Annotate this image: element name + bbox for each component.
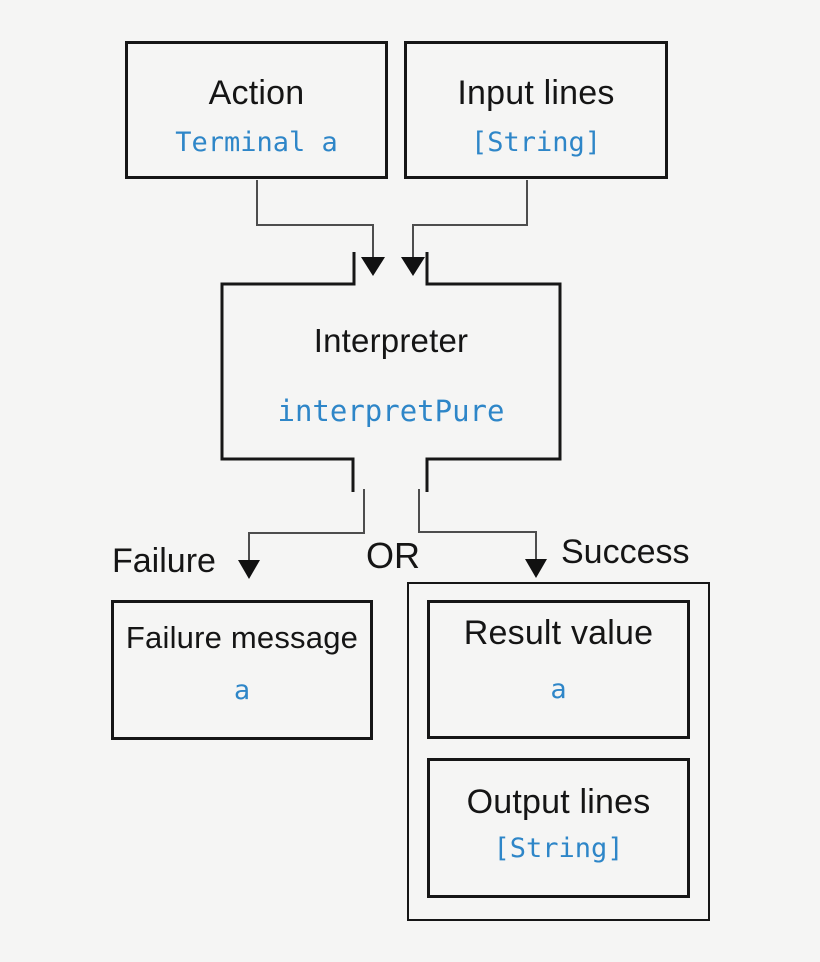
node-input-lines-type: [String] [470, 127, 602, 158]
node-action-title: Action [208, 74, 305, 112]
success-group-container [407, 582, 710, 921]
arrow-down-icon [401, 257, 425, 276]
arrow-down-icon [238, 560, 260, 579]
node-failure-message: Failure message a [111, 600, 373, 740]
node-failure-message-type: a [233, 675, 251, 706]
branch-label-success: Success [561, 533, 690, 571]
edge-input-to-interpreter [412, 180, 528, 258]
node-interpreter-title: Interpreter [313, 322, 469, 359]
node-output-lines: Output lines [String] [427, 758, 690, 898]
edge-interpreter-to-failure [248, 489, 365, 561]
node-output-lines-title: Output lines [466, 782, 651, 821]
branch-label-or: OR [366, 535, 420, 576]
node-input-lines-title: Input lines [457, 74, 615, 112]
node-failure-message-title: Failure message [125, 620, 359, 655]
node-interpreter-type: interpretPure [277, 394, 505, 428]
edge-interpreter-to-success [418, 489, 537, 560]
arrow-down-icon [361, 257, 385, 276]
node-interpreter: Interpreter interpretPure [222, 284, 560, 459]
node-action: Action Terminal a [125, 41, 388, 179]
edge-action-to-interpreter [256, 180, 374, 258]
arrow-down-icon [525, 559, 547, 578]
node-action-type: Terminal a [175, 127, 338, 158]
node-result-value-type: a [550, 674, 567, 705]
node-input-lines: Input lines [String] [404, 41, 668, 179]
node-output-lines-type: [String] [493, 832, 624, 864]
node-result-value: Result value a [427, 600, 690, 739]
node-result-value-title: Result value [463, 614, 654, 652]
branch-label-failure: Failure [112, 542, 216, 580]
